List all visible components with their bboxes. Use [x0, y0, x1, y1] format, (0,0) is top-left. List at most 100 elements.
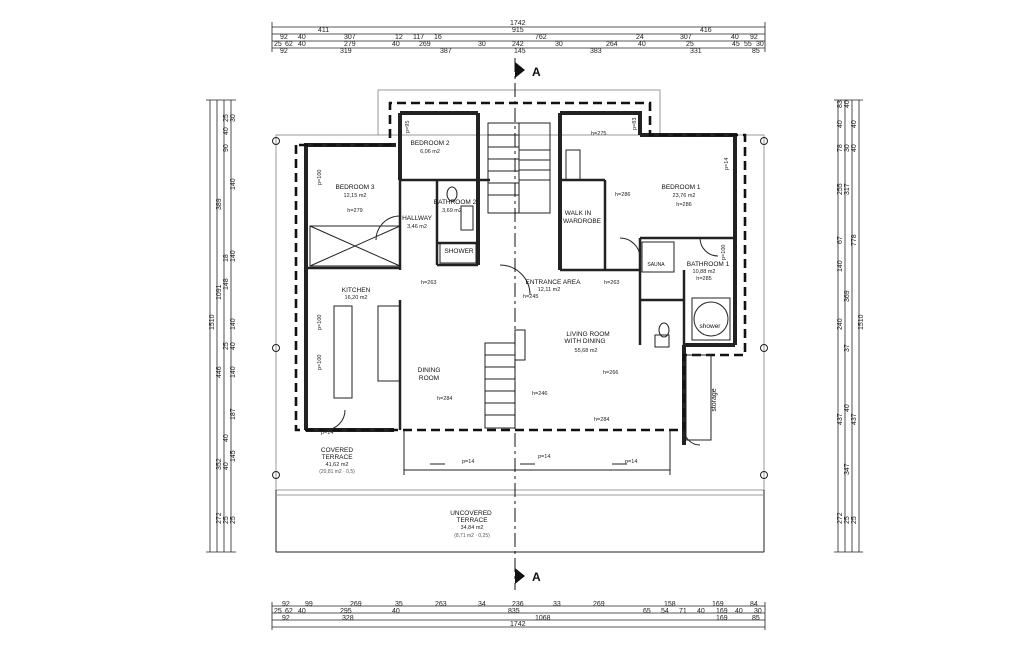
dim-right-seg-12: 240 [837, 318, 844, 330]
room-labels: BEDROOM 3 12,15 m2 h=279 p=100 BEDROOM 2… [317, 118, 730, 539]
walkin-line2: WARDROBE [563, 218, 602, 225]
dim-left-seg-14: 187 [230, 408, 237, 420]
bedroom2-area: 6,06 m2 [420, 149, 440, 155]
dim-right-seg-13: 37 [844, 344, 851, 352]
dim-bot-r2-12: 30 [754, 608, 762, 615]
dim-right-seg-17: 347 [844, 463, 851, 475]
bathroom1-name: BATHROOM 1 [687, 261, 730, 268]
dim-top-r1-a: 411 [318, 27, 329, 34]
dim-top-r3-9: 264 [606, 41, 618, 48]
toilet-bathroom1 [658, 322, 670, 338]
storage-room [685, 354, 712, 441]
bathroom2-area: 3,69 m2 [442, 208, 462, 214]
dim-top-r4-3: 145 [514, 48, 526, 55]
dim-top-r2-10: 92 [750, 34, 758, 41]
covered-sill: p=14 [321, 430, 333, 436]
dim-top-r2-8: 307 [680, 34, 692, 41]
dim-left-seg-19: 272 [216, 512, 223, 524]
terrace-sliders [403, 430, 671, 475]
dim-top-r3-4: 40 [392, 41, 400, 48]
dim-left-seg-3: 90 [223, 144, 230, 152]
dim-left-seg-5: 389 [216, 198, 223, 210]
dim-top-r3-14: 30 [756, 41, 764, 48]
dim-top-r2-3: 12 [395, 34, 403, 41]
height-275: h=275 [591, 131, 606, 137]
dining-height: h=284 [437, 396, 452, 402]
dim-top-total: 1742 [510, 20, 526, 27]
left-dimension-chain: 1510 1091 25 30 40 90 140 389 18 140 148… [206, 99, 237, 553]
shower-cabin [691, 297, 731, 341]
dim-right-outer: 1510 [858, 314, 865, 330]
dim-left-seg-4: 140 [230, 178, 237, 190]
dim-top-r4-1: 319 [340, 48, 352, 55]
dim-right-seg-6: 40 [851, 144, 858, 152]
sill-14-c: p=14 [625, 459, 637, 465]
dim-bot-r2-5: 835 [508, 608, 520, 615]
dim-top-r1-c: 416 [700, 27, 712, 34]
entrance-height: h=245 [523, 294, 538, 300]
dim-top-r3-0: 25 [274, 41, 282, 48]
shower-name: SHOWER [444, 248, 474, 255]
dim-right-seg-11: 369 [844, 290, 851, 302]
bathroom2-name: BATHROOM 2 [434, 199, 477, 206]
dim-right-seg-10: 140 [837, 260, 844, 272]
dim-left-seg-10: 25 [223, 342, 230, 350]
toilet-bathroom2 [446, 186, 458, 202]
bathroom1-area: 10,88 m2 [693, 269, 716, 275]
dim-right-seg-8: 317 [844, 183, 851, 195]
dim-bot-r1-0: 92 [282, 601, 290, 608]
covered-note: (20,81 m2 · 0,5) [319, 469, 355, 475]
outer-outline [272, 89, 768, 553]
walkin-height: h=286 [615, 192, 630, 198]
dim-right-seg-18: 272 [837, 512, 844, 524]
dim-left-mid: 1091 [216, 284, 223, 300]
bedroom2-sill: p=95 [405, 121, 411, 133]
bottom-dimension-chain: 92 99 269 35 263 34 236 33 269 158 169 8… [271, 601, 766, 630]
dim-left-seg-20: 25 [223, 516, 230, 524]
bedroom1-name: BEDROOM 1 [661, 184, 700, 191]
dim-top-r3-12: 45 [732, 41, 740, 48]
sink-bathroom1 [654, 334, 670, 348]
dim-bot-r2-4: 40 [392, 608, 400, 615]
dim-left-seg-17: 40 [223, 462, 230, 470]
dim-right-seg-14: 437 [837, 413, 844, 425]
fixtures [309, 149, 731, 441]
dim-left-seg-12: 446 [216, 366, 223, 378]
bedroom3-area: 12,15 m2 [344, 193, 367, 199]
walls [304, 111, 737, 445]
bedroom1-height: h=286 [676, 202, 691, 208]
uncovered-name2: TERRACE [456, 517, 488, 524]
dim-bot-r2-3: 295 [340, 608, 352, 615]
section-mark-bottom: A [532, 570, 541, 584]
dim-bot-r2-10: 169 [716, 608, 728, 615]
dim-right-seg-5: 30 [844, 144, 851, 152]
section-line: A A [514, 58, 541, 590]
bedroom3-name: BEDROOM 3 [335, 184, 374, 191]
dim-top-r3-11: 25 [686, 41, 694, 48]
dim-bot-r1-1: 99 [305, 601, 313, 608]
dim-bot-r3-3: 169 [716, 615, 728, 622]
kitchen-island [333, 305, 353, 399]
dim-bot-r2-8: 71 [679, 608, 687, 615]
shower1-name: shower [700, 323, 722, 330]
shower-tray [439, 242, 477, 264]
dim-top-r3-1: 62 [285, 41, 293, 48]
covered-name: COVERED [321, 447, 353, 454]
dim-right-seg-0: 83 [837, 100, 844, 108]
walkin-line1: WALK IN [565, 210, 592, 217]
dim-bot-r2-11: 40 [735, 608, 743, 615]
height-284-right: h=284 [594, 417, 609, 423]
dim-bot-r1-2: 269 [350, 601, 362, 608]
dim-bot-total: 1742 [510, 621, 526, 628]
dim-right-seg-2: 40 [837, 120, 844, 128]
dim-right-seg-3: 40 [851, 120, 858, 128]
storage-name: storage [711, 388, 718, 411]
section-mark-top: A [532, 65, 541, 79]
dim-top-r2-5: 16 [434, 34, 442, 41]
dim-bot-r1-3: 35 [395, 601, 403, 608]
dim-bot-r1-11: 84 [750, 601, 758, 608]
kitchen-name: KITCHEN [342, 287, 371, 294]
bathroom1-sill: p=100 [721, 245, 727, 260]
dim-left-seg-1: 30 [230, 114, 237, 122]
